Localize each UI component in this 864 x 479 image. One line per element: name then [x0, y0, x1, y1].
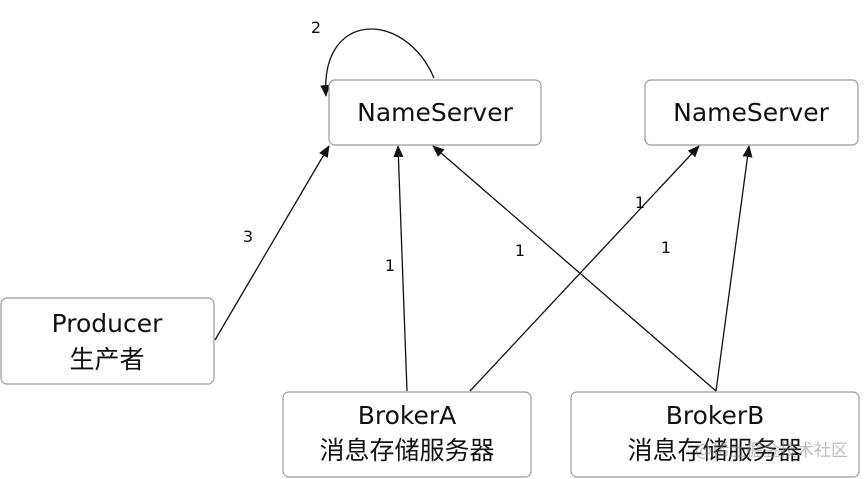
broker-b-label-line1: BrokerB — [666, 401, 765, 430]
nameserver-1-label: NameServer — [357, 98, 513, 127]
watermark-text: @稀土掘金技术社区 — [695, 441, 848, 461]
nameserver-2-label: NameServer — [673, 98, 829, 127]
broker-b-label-line2: 消息存储服务器 — [627, 436, 802, 465]
producer-label-line2: 生产者 — [69, 345, 144, 374]
edge-self-loop-nameserver-1 — [320, 28, 435, 97]
edge-label-brokera-to-nameserver-1: 1 — [385, 256, 395, 275]
node-nameserver-2: NameServer — [644, 79, 859, 146]
node-broker-b: BrokerB 消息存储服务器 — [570, 391, 860, 478]
edge-brokerb-to-nameserver-1 — [432, 145, 717, 392]
edge-label-producer-to-nameserver-1: 3 — [243, 227, 253, 246]
producer-label-line1: Producer — [52, 309, 164, 338]
edge-label-brokerb-to-nameserver-1: 1 — [515, 241, 525, 260]
edge-label-brokerb-to-nameserver-2: 1 — [661, 238, 671, 257]
edge-producer-to-nameserver-1 — [214, 145, 330, 341]
edge-label-self-loop: 2 — [311, 18, 321, 37]
node-broker-a: BrokerA 消息存储服务器 — [282, 391, 532, 478]
node-nameserver-1: NameServer — [328, 79, 542, 146]
edge-brokera-to-nameserver-1 — [393, 145, 408, 392]
edge-brokerb-to-nameserver-2 — [715, 145, 753, 392]
broker-a-label-line2: 消息存储服务器 — [319, 436, 494, 465]
node-producer: Producer 生产者 — [0, 297, 215, 385]
broker-a-label-line1: BrokerA — [358, 401, 457, 430]
edge-brokera-to-nameserver-2 — [469, 145, 700, 392]
edge-label-brokera-to-nameserver-2: 1 — [635, 193, 645, 212]
